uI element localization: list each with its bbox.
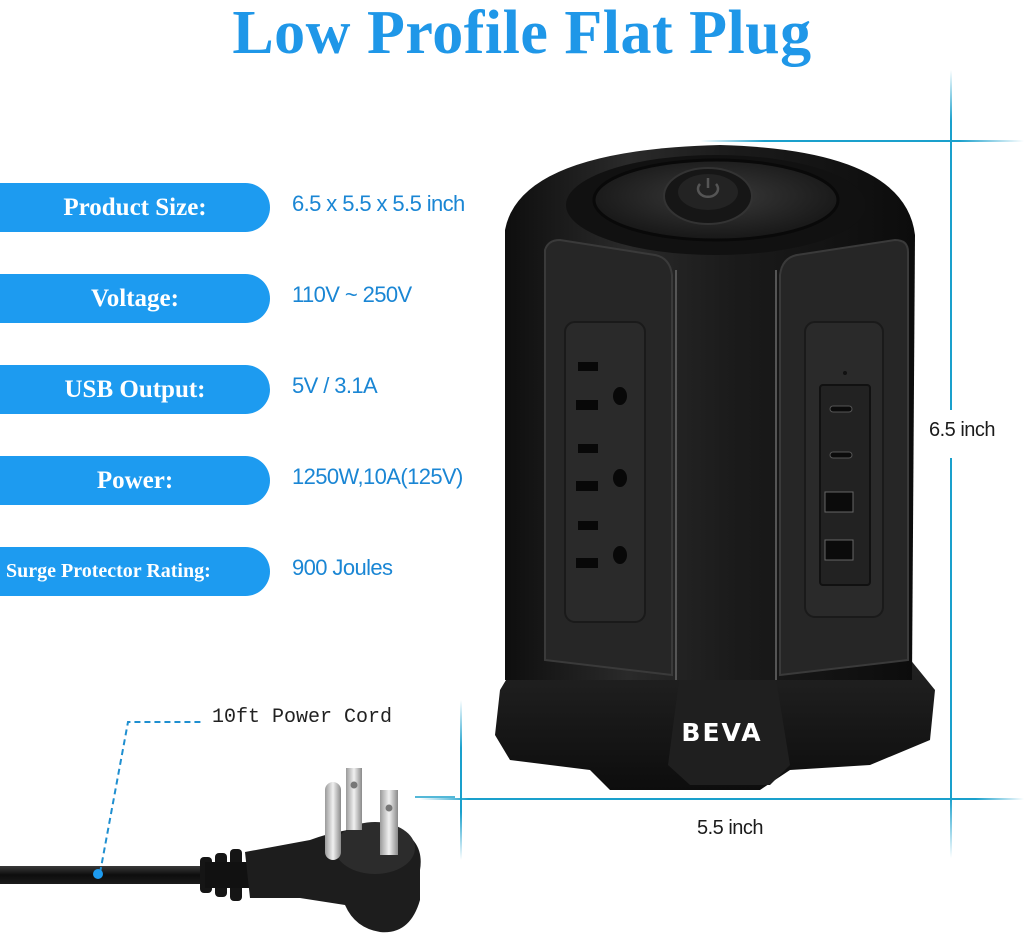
dimension-line-left-vertical <box>460 700 462 860</box>
spec-row-product-size: Product Size: 6.5 x 5.5 x 5.5 inch <box>0 183 520 232</box>
tower-body <box>505 145 915 680</box>
spec-value: 110V ~ 250V <box>292 282 412 307</box>
spec-value: 900 Joules <box>292 555 393 580</box>
flat-plug-icon <box>245 768 421 933</box>
usb-c-port-icon <box>829 451 853 459</box>
ac-outlet-icon <box>564 321 646 623</box>
width-dimension-label: 5.5 inch <box>697 817 764 839</box>
spec-value: 5V / 3.1A <box>292 373 378 398</box>
spec-row-surge-rating: Surge Protector Rating: 900 Joules <box>0 547 520 596</box>
spec-row-voltage: Voltage: 110V ~ 250V <box>0 274 520 323</box>
dimension-line-bottom <box>420 798 1024 800</box>
dimension-line-right-upper <box>950 70 952 410</box>
spec-row-power: Power: 1250W,10A(125V) <box>0 456 520 505</box>
dimension-line-right-lower <box>950 458 952 858</box>
cord-strain-relief <box>200 849 250 901</box>
power-button-icon <box>663 167 753 225</box>
spec-label: USB Output: <box>0 365 270 414</box>
spec-label: Power: <box>0 456 270 505</box>
cord-callout-line <box>93 721 202 879</box>
page-title: Low Profile Flat Plug <box>232 0 812 67</box>
spec-row-usb-output: USB Output: 5V / 3.1A <box>0 365 520 414</box>
spec-value: 6.5 x 5.5 x 5.5 inch <box>292 191 465 216</box>
brand-logo: BEVA <box>681 718 762 747</box>
power-cord <box>0 768 421 933</box>
usb-c-port-icon <box>829 405 853 413</box>
usb-a-port-icon <box>824 539 854 561</box>
spec-label: Product Size: <box>0 183 270 232</box>
spec-label: Voltage: <box>0 274 270 323</box>
height-dimension-label: 6.5 inch <box>929 419 996 441</box>
spec-value: 1250W,10A(125V) <box>292 464 463 489</box>
usb-a-port-icon <box>824 491 854 513</box>
spec-label: Surge Protector Rating: <box>0 547 270 596</box>
usb-port-panel <box>804 321 884 618</box>
cord-callout-label: 10ft Power Cord <box>212 706 393 729</box>
dimension-line-top <box>700 140 1024 142</box>
